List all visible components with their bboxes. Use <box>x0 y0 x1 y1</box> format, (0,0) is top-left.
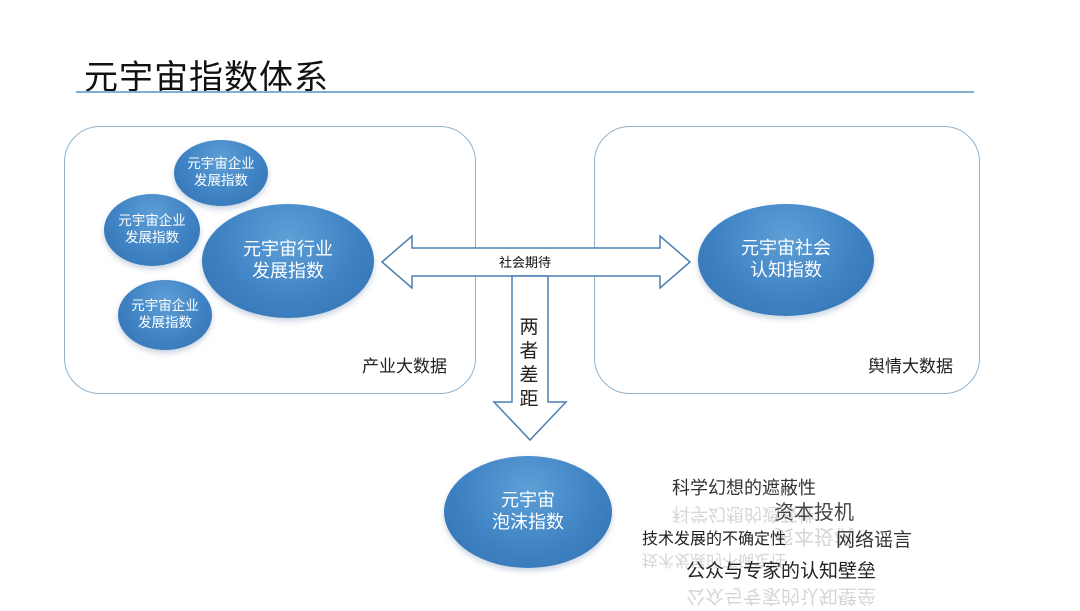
word-cognitive-barrier-reflection: 公众与专家的认知壁垒 <box>686 585 877 607</box>
bubble-index-bubble: 元宇宙 泡沫指数 <box>444 456 612 568</box>
enterprise-index-bubble-1: 元宇宙企业 发展指数 <box>174 140 268 206</box>
bubble-line: 元宇宙 <box>501 489 555 511</box>
bubble-line: 发展指数 <box>125 230 179 246</box>
public-opinion-big-data-label: 舆情大数据 <box>868 357 953 377</box>
bubble-line: 元宇宙企业 <box>187 156 255 173</box>
word-tech-uncertainty: 技术发展的不确定性 <box>642 529 787 548</box>
industry-big-data-label: 产业大数据 <box>362 357 447 377</box>
down-arrow <box>492 275 568 442</box>
gap-char: 两 <box>519 316 539 338</box>
industry-index-bubble: 元宇宙行业 发展指数 <box>202 204 374 318</box>
bubble-line: 元宇宙社会 <box>741 237 831 259</box>
bubble-line: 认知指数 <box>750 260 822 281</box>
double-headed-arrow <box>380 234 692 290</box>
bubble-line: 发展指数 <box>138 315 192 331</box>
bubble-line: 发展指数 <box>252 261 324 282</box>
social-expectation-label: 社会期待 <box>499 256 552 271</box>
gap-label: 两 者 差 距 <box>518 315 540 411</box>
word-capital-speculation: 资本投机 <box>774 500 854 524</box>
title-underline <box>76 91 974 93</box>
enterprise-index-bubble-3: 元宇宙企业 发展指数 <box>118 280 212 350</box>
bubble-line: 元宇宙企业 <box>118 213 186 230</box>
gap-char: 距 <box>519 388 539 410</box>
word-sci-fi: 科学幻想的遮蔽性 <box>672 478 816 499</box>
word-cognitive-barrier: 公众与专家的认知壁垒 <box>686 560 877 582</box>
gap-char: 者 <box>519 340 539 362</box>
word-online-rumors: 网络谣言 <box>836 529 913 551</box>
gap-char: 差 <box>519 364 539 386</box>
enterprise-index-bubble-2: 元宇宙企业 发展指数 <box>104 194 200 266</box>
bubble-line: 泡沫指数 <box>492 512 564 533</box>
social-cognition-index-bubble: 元宇宙社会 认知指数 <box>698 204 874 316</box>
bubble-line: 元宇宙行业 <box>243 238 333 260</box>
bubble-line: 发展指数 <box>194 173 248 189</box>
bubble-line: 元宇宙企业 <box>131 298 199 315</box>
